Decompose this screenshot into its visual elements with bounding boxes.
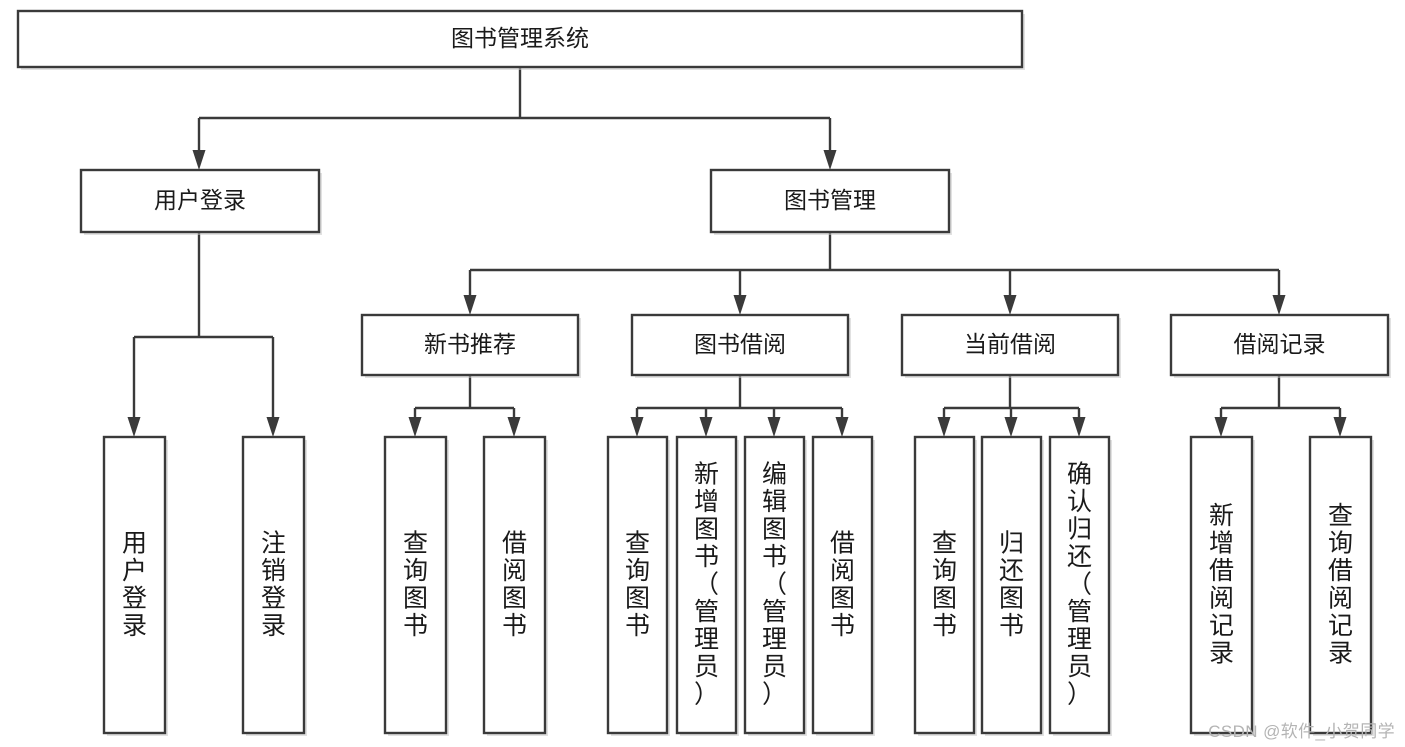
node-label: 当前借阅 [964,331,1056,357]
arrow-head-icon [823,150,837,170]
node-label: 用户登录 [122,530,147,641]
node-leaf-query-borrow-record[interactable]: 查询借阅记录 [1308,435,1374,736]
arrow-head-icon [835,417,849,437]
node-label: 查询借阅记录 [1328,502,1353,668]
nodes-layer: 图书管理系统用户登录图书管理新书推荐图书借阅当前借阅借阅记录用户登录注销登录查询… [16,9,1391,736]
node-box[interactable] [980,435,1043,735]
node-leaf-logout[interactable]: 注销登录 [241,435,307,736]
arrow-head-icon [937,417,951,437]
node-label: 查询图书 [403,530,428,641]
node-box[interactable] [241,435,306,735]
node-box[interactable] [606,435,669,735]
node-box[interactable] [1189,435,1254,735]
arrow-head-icon [1072,417,1086,437]
node-label: 新增借阅记录 [1209,502,1234,668]
node-box[interactable] [482,435,547,735]
node-label: 新书推荐 [424,331,516,357]
node-box[interactable] [1048,435,1111,735]
arrow-head-icon [733,295,747,315]
arrow-head-icon [266,417,280,437]
node-box[interactable] [16,9,1024,69]
node-box[interactable] [1169,313,1390,377]
node-box[interactable] [1308,435,1373,735]
node-box[interactable] [675,435,738,735]
node-box[interactable] [630,313,850,377]
arrow-head-icon [767,417,781,437]
node-label: 注销登录 [261,530,286,641]
node-leaf-query-book-current[interactable]: 查询图书 [913,435,977,736]
arrow-head-icon [1004,417,1018,437]
csdn-watermark: CSDN @软件_小贺同学 [1208,722,1395,741]
node-label: 编辑图书（管理员） [762,461,787,709]
node-label: 图书借阅 [694,331,786,357]
node-leaf-borrow-book-recommend[interactable]: 借阅图书 [482,435,548,736]
node-book-borrow[interactable]: 图书借阅 [630,313,851,378]
node-borrow-record[interactable]: 借阅记录 [1169,313,1391,378]
node-label: 确认归还（管理员） [1067,461,1092,709]
node-label: 查询图书 [932,530,957,641]
node-leaf-add-book-admin[interactable]: 新增图书（管理员） [675,435,739,736]
node-book-management[interactable]: 图书管理 [709,168,952,235]
node-leaf-borrow-book[interactable]: 借阅图书 [811,435,875,736]
node-box[interactable] [79,168,321,234]
node-leaf-query-book-recommend[interactable]: 查询图书 [383,435,449,736]
node-label: 新增图书（管理员） [694,461,719,709]
node-root[interactable]: 图书管理系统 [16,9,1025,70]
node-label: 查询图书 [625,530,650,641]
arrow-head-icon [630,417,644,437]
node-leaf-return-book[interactable]: 归还图书 [980,435,1044,736]
arrow-head-icon [1333,417,1347,437]
node-box[interactable] [383,435,448,735]
node-box[interactable] [743,435,806,735]
arrow-head-icon [507,417,521,437]
arrow-head-icon [463,295,477,315]
node-box[interactable] [102,435,167,735]
node-box[interactable] [900,313,1120,377]
node-label: 归还图书 [999,530,1024,641]
node-leaf-add-borrow-record[interactable]: 新增借阅记录 [1189,435,1255,736]
node-box[interactable] [811,435,874,735]
arrow-head-icon [192,150,206,170]
node-label: 图书管理 [784,187,876,213]
node-box[interactable] [913,435,976,735]
node-box[interactable] [709,168,951,234]
connectors-layer [127,67,1347,437]
node-label: 借阅图书 [830,530,855,641]
node-leaf-confirm-return-admin[interactable]: 确认归还（管理员） [1048,435,1112,736]
node-label: 借阅图书 [502,530,527,641]
arrow-head-icon [1003,295,1017,315]
node-label: 用户登录 [154,187,246,213]
node-leaf-edit-book-admin[interactable]: 编辑图书（管理员） [743,435,807,736]
node-leaf-user-login[interactable]: 用户登录 [102,435,168,736]
node-new-book-recommend[interactable]: 新书推荐 [360,313,581,378]
node-user-login[interactable]: 用户登录 [79,168,322,235]
node-box[interactable] [360,313,580,377]
node-leaf-query-book-borrow[interactable]: 查询图书 [606,435,670,736]
arrow-head-icon [699,417,713,437]
arrow-head-icon [1272,295,1286,315]
arrow-head-icon [408,417,422,437]
node-label: 图书管理系统 [451,25,589,51]
arrow-head-icon [1214,417,1228,437]
node-label: 借阅记录 [1234,331,1326,357]
arrow-head-icon [127,417,141,437]
node-current-borrow[interactable]: 当前借阅 [900,313,1121,378]
